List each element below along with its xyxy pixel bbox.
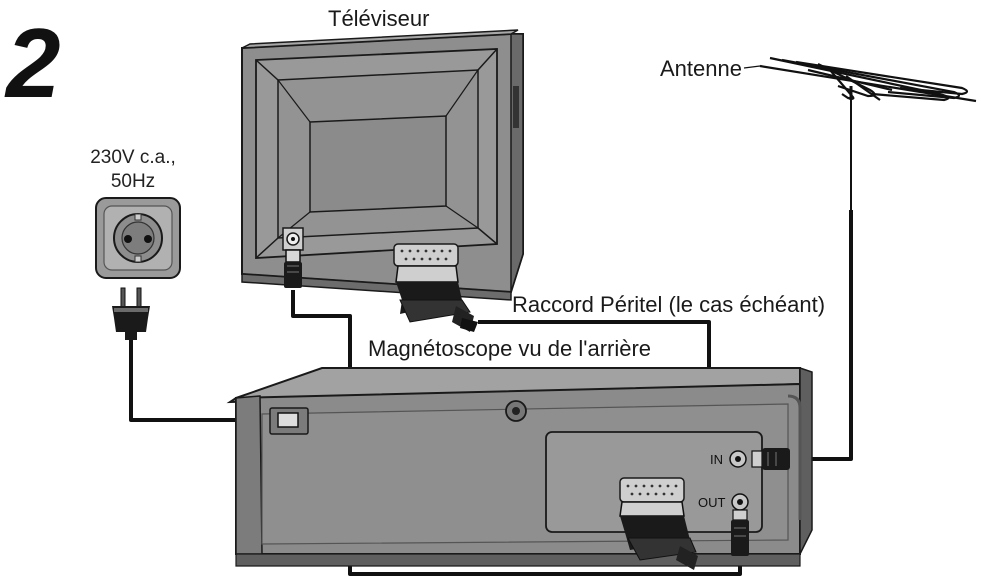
antenna-icon	[759, 56, 977, 103]
vcr-in-label: IN	[710, 452, 723, 467]
power-cable	[129, 338, 283, 422]
tv-label: Téléviseur	[328, 6, 430, 31]
antenna-leader	[743, 65, 761, 69]
television	[241, 29, 524, 332]
scart-label: Raccord Péritel (le cas échéant)	[512, 292, 826, 317]
tv-vent	[513, 86, 519, 128]
power-spec-line1: 230V c.a.,	[90, 147, 176, 168]
tv-scart-socket	[393, 243, 459, 267]
power-spec-label: 230V c.a., 50Hz	[78, 146, 188, 194]
vcr-power-inlet	[269, 407, 309, 435]
step-number: 2	[6, 8, 61, 118]
antenna-plug	[751, 448, 790, 470]
power-spec-line2: 50Hz	[110, 171, 156, 192]
tv-side	[510, 33, 524, 293]
vcr-in-jack	[729, 450, 747, 468]
tv-antenna-socket	[282, 227, 304, 251]
vcr-out-plug	[731, 509, 749, 556]
vcr-scart-plug	[619, 501, 698, 570]
vcr-out-label: OUT	[698, 495, 726, 510]
vcr-out-jack	[731, 493, 749, 511]
vcr-label: Magnétoscope vu de l'arrière	[368, 336, 652, 361]
vcr-side	[799, 366, 813, 555]
wall-outlet-icon	[95, 197, 181, 279]
antenna-label: Antenne	[660, 56, 742, 81]
power-plug-icon	[112, 287, 150, 340]
vcr	[226, 366, 813, 570]
scart-connector-icon	[395, 265, 478, 332]
coax-plug-icon	[284, 249, 302, 288]
vcr-scart-socket	[619, 477, 685, 503]
